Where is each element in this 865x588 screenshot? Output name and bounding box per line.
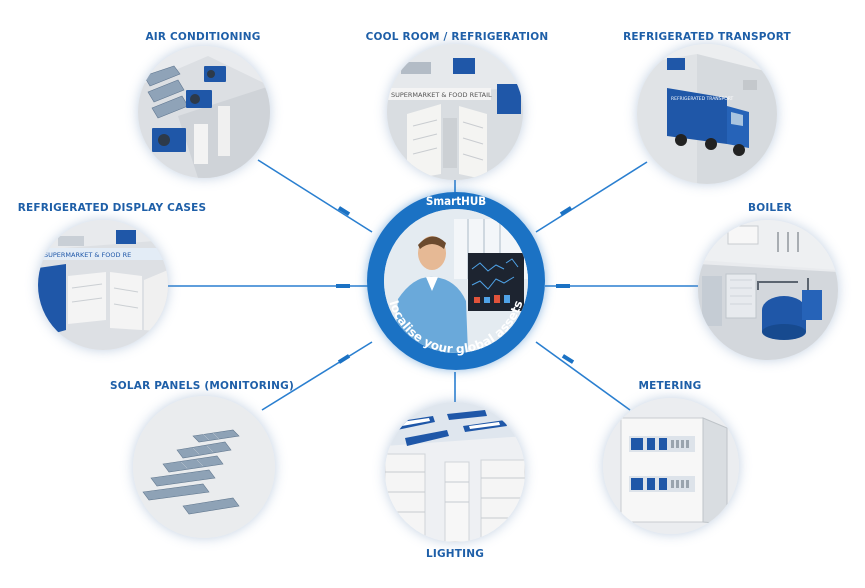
connector-tick (561, 354, 575, 364)
label-cool-room: COOL ROOM / REFRIGERATION (365, 31, 549, 43)
store-sign: SUPERMARKET & FOOD RETAIL (391, 91, 492, 99)
svg-text:localise your global assets: localise your global assets (387, 299, 526, 356)
node-lighting (385, 402, 525, 542)
hub-photo (384, 209, 528, 353)
connector-metering (535, 341, 631, 411)
connector-refrigerated-transport (535, 161, 648, 233)
hub-tagline-arc: localise your global assets (387, 299, 526, 356)
label-boiler: BOILER (748, 202, 792, 214)
condenser-icon (116, 230, 136, 244)
fridge-unit-icon (667, 58, 685, 70)
refrigerated-transport-illustration: REFRIGERATED TRANSPORT (637, 44, 777, 184)
smarthub-center: SmartHUB (367, 192, 545, 370)
connector-tick (337, 206, 351, 216)
truck-text: REFRIGERATED TRANSPORT (671, 96, 734, 102)
label-refrigerated-transport: REFRIGERATED TRANSPORT (623, 31, 791, 43)
connector-tick (337, 354, 351, 364)
meter-icon (631, 438, 667, 490)
display-cases-illustration: SUPERMARKET & FOOD RE (38, 220, 168, 350)
solar-panels-illustration (133, 396, 275, 538)
label-solar-panels: SOLAR PANELS (MONITORING) (110, 380, 294, 392)
boiler-illustration (698, 220, 838, 360)
connector-tick (556, 284, 570, 288)
hub-title: SmartHUB (425, 194, 487, 208)
metering-illustration (603, 398, 739, 534)
label-air-conditioning: AIR CONDITIONING (145, 31, 261, 43)
node-cool-room: SUPERMARKET & FOOD RETAIL (387, 44, 523, 180)
node-solar-panels (133, 396, 275, 538)
cool-room-illustration: SUPERMARKET & FOOD RETAIL (387, 44, 523, 180)
node-display-cases: SUPERMARKET & FOOD RE (38, 220, 168, 350)
label-metering: METERING (638, 380, 702, 392)
hub-tagline: localise your global assets (387, 299, 526, 356)
hub-photo-illustration (384, 209, 528, 353)
connector-tick (336, 284, 350, 288)
node-boiler (698, 220, 838, 360)
truck-icon (667, 88, 727, 144)
connector-air-conditioning (257, 159, 373, 233)
node-refrigerated-transport: REFRIGERATED TRANSPORT (637, 44, 777, 184)
connector-tick (559, 206, 573, 216)
condenser-icon (453, 58, 475, 74)
store-sign: SUPERMARKET & FOOD RE (44, 251, 131, 259)
solar-panel-icon (142, 429, 240, 515)
lighting-illustration (385, 402, 525, 542)
node-metering (603, 398, 739, 534)
label-display-cases: REFRIGERATED DISPLAY CASES (17, 202, 207, 214)
node-air-conditioning (138, 46, 270, 178)
connector-solar-panels (261, 341, 373, 411)
label-lighting: LIGHTING (425, 548, 485, 560)
air-conditioning-illustration (138, 46, 270, 178)
